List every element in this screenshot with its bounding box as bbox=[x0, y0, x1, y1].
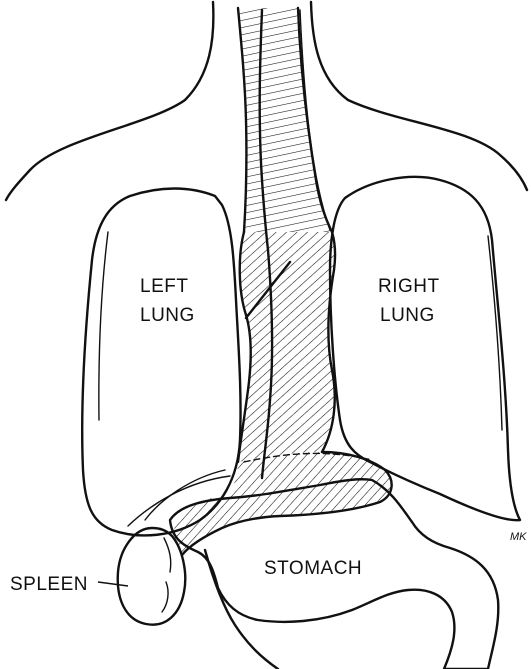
left-lung bbox=[82, 189, 240, 536]
spleen bbox=[118, 528, 186, 625]
artist-signature: MK bbox=[510, 531, 527, 543]
right-lung-label-line1: RIGHT bbox=[378, 276, 440, 297]
stomach-label: STOMACH bbox=[264, 558, 362, 579]
cardia bbox=[174, 452, 391, 555]
left-lung-label-line1: LEFT bbox=[140, 276, 188, 297]
left-lung-label-line2: LUNG bbox=[140, 305, 195, 326]
spleen-label: SPLEEN bbox=[10, 574, 88, 595]
esophagus bbox=[238, 8, 335, 478]
right-lung-label-line2: LUNG bbox=[380, 305, 435, 326]
spleen-leader bbox=[98, 582, 128, 586]
